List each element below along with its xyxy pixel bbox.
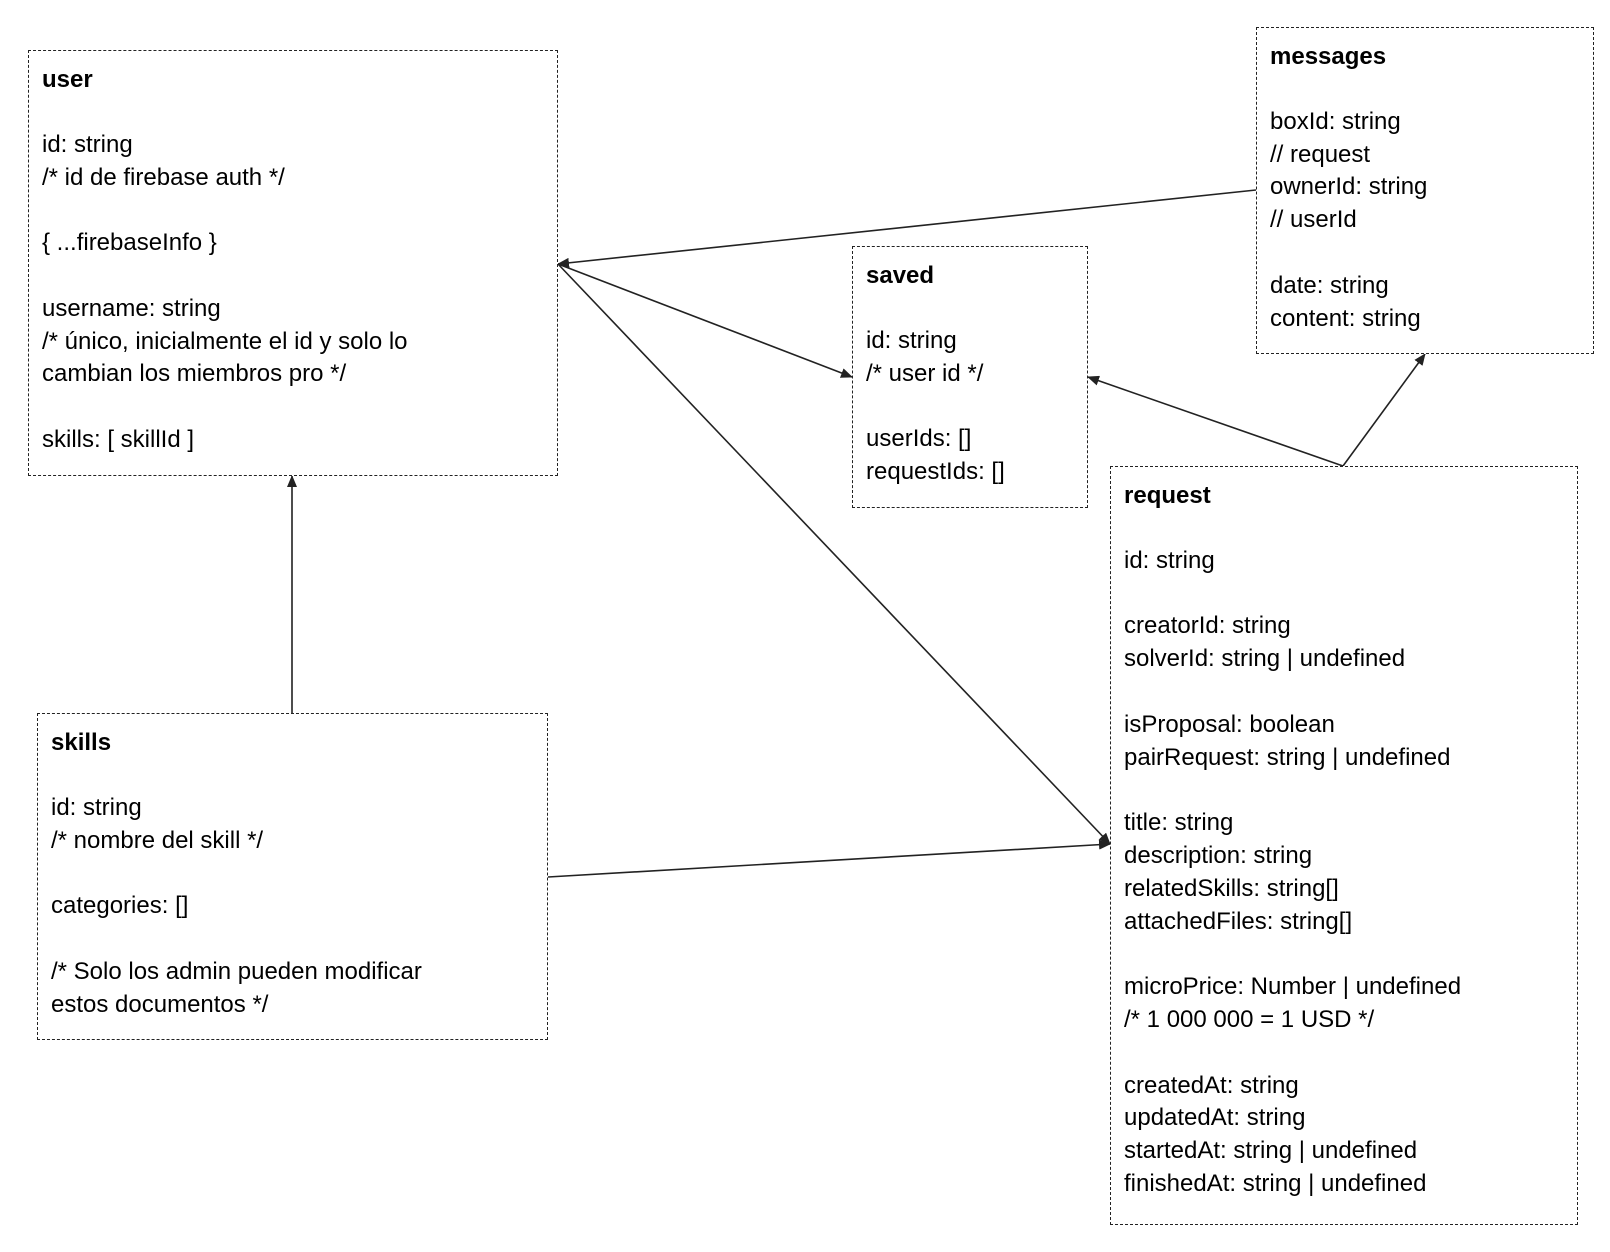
entity-field-line bbox=[1124, 512, 1565, 545]
entity-field-line bbox=[42, 260, 545, 293]
entity-field-line: title: string bbox=[1124, 809, 1234, 837]
entity-request: request id: string creatorId: string solve… bbox=[1110, 466, 1578, 1225]
arrow-skills-to-request bbox=[547, 839, 1111, 878]
entity-field-line: microPrice: Number | undefined bbox=[1124, 973, 1462, 1001]
entity-title: user bbox=[42, 66, 93, 93]
entity-field-line: startedAt: string | undefined bbox=[1124, 1137, 1418, 1165]
entity-field-line: solverId: string | undefined bbox=[1124, 645, 1406, 673]
entity-field-line: /* único, inicialmente el id y solo lo bbox=[42, 327, 408, 355]
entity-field-line bbox=[866, 390, 1075, 423]
arrow-user-to-request bbox=[557, 263, 1111, 845]
entity-field-line bbox=[51, 923, 535, 956]
entity-fields: id: string creatorId: string solverId: str… bbox=[1124, 512, 1565, 1201]
entity-field-line bbox=[866, 292, 1075, 325]
entity-field-line: creatorId: string bbox=[1124, 612, 1291, 640]
entity-field-line: id: string bbox=[1124, 546, 1215, 574]
entity-messages: messages boxId: string // request ownerId:… bbox=[1256, 27, 1594, 354]
entity-field-line: content: string bbox=[1270, 304, 1421, 332]
entity-field-line: username: string bbox=[42, 294, 221, 322]
entity-user: user id: string /* id de firebase auth */… bbox=[28, 50, 558, 476]
entity-field-line: createdAt: string bbox=[1124, 1071, 1299, 1099]
entity-field-line: cambian los miembros pro */ bbox=[42, 360, 347, 388]
entity-field-line: /* Solo los admin pueden modificar bbox=[51, 957, 422, 985]
entity-field-line: ownerId: string bbox=[1270, 173, 1428, 201]
entity-field-line bbox=[1124, 1037, 1565, 1070]
entity-field-line bbox=[1124, 676, 1565, 709]
entity-field-line: /* user id */ bbox=[866, 359, 984, 387]
entity-field-line: estos documentos */ bbox=[51, 990, 269, 1018]
entity-saved: saved id: string /* user id */ userIds: []… bbox=[852, 246, 1088, 508]
entity-field-line: categories: [] bbox=[51, 892, 189, 920]
entity-title: skills bbox=[51, 729, 112, 756]
entity-fields: id: string /* user id */ userIds: [] reques… bbox=[866, 292, 1075, 489]
entity-field-line bbox=[1124, 938, 1565, 971]
entity-field-line: id: string bbox=[866, 326, 957, 354]
entity-field-line: pairRequest: string | undefined bbox=[1124, 743, 1451, 771]
entity-field-line bbox=[1124, 774, 1565, 807]
entity-fields: id: string /* id de firebase auth */ { ...… bbox=[42, 96, 545, 457]
entity-field-line bbox=[1124, 578, 1565, 611]
entity-fields: id: string /* nombre del skill */ categori… bbox=[51, 759, 535, 1021]
entity-title: messages bbox=[1270, 43, 1387, 70]
entity-field-line: userIds: [] bbox=[866, 425, 972, 453]
entity-field-line bbox=[1270, 73, 1581, 106]
entity-field-line: // request bbox=[1270, 140, 1371, 168]
entity-field-line: { ...firebaseInfo } bbox=[42, 229, 217, 257]
entity-field-line: /* id de firebase auth */ bbox=[42, 163, 285, 191]
entity-title: saved bbox=[866, 262, 935, 289]
arrow-request-to-messages bbox=[1342, 353, 1426, 467]
entity-field-line: requestIds: [] bbox=[866, 457, 1005, 485]
entity-field-line: /* 1 000 000 = 1 USD */ bbox=[1124, 1005, 1375, 1033]
entity-field-line: skills: [ skillId ] bbox=[42, 425, 195, 453]
entity-field-line bbox=[1270, 237, 1581, 270]
arrow-user-to-saved bbox=[557, 263, 853, 378]
entity-field-line bbox=[42, 194, 545, 227]
entity-skills: skills id: string /* nombre del skill */ c… bbox=[37, 713, 548, 1040]
entity-field-line: attachedFiles: string[] bbox=[1124, 907, 1353, 935]
entity-field-line: id: string bbox=[42, 130, 133, 158]
entity-field-line: date: string bbox=[1270, 271, 1389, 299]
entity-field-line: // userId bbox=[1270, 206, 1357, 234]
entity-field-line bbox=[42, 96, 545, 129]
arrow-request-to-saved bbox=[1087, 375, 1344, 467]
entity-field-line bbox=[51, 759, 535, 792]
entity-field-line: id: string bbox=[51, 793, 142, 821]
entity-field-line: updatedAt: string bbox=[1124, 1104, 1306, 1132]
arrow-messages-to-user bbox=[557, 189, 1257, 268]
entity-field-line: boxId: string bbox=[1270, 107, 1401, 135]
entity-field-line: finishedAt: string | undefined bbox=[1124, 1169, 1427, 1197]
entity-field-line: relatedSkills: string[] bbox=[1124, 874, 1339, 902]
entity-field-line: isProposal: boolean bbox=[1124, 710, 1335, 738]
entity-field-line: description: string bbox=[1124, 841, 1313, 869]
entity-fields: boxId: string // request ownerId: string //… bbox=[1270, 73, 1581, 335]
entity-field-line bbox=[51, 857, 535, 890]
entity-title: request bbox=[1124, 482, 1211, 509]
entity-field-line: /* nombre del skill */ bbox=[51, 826, 264, 854]
entity-field-line bbox=[42, 391, 545, 424]
